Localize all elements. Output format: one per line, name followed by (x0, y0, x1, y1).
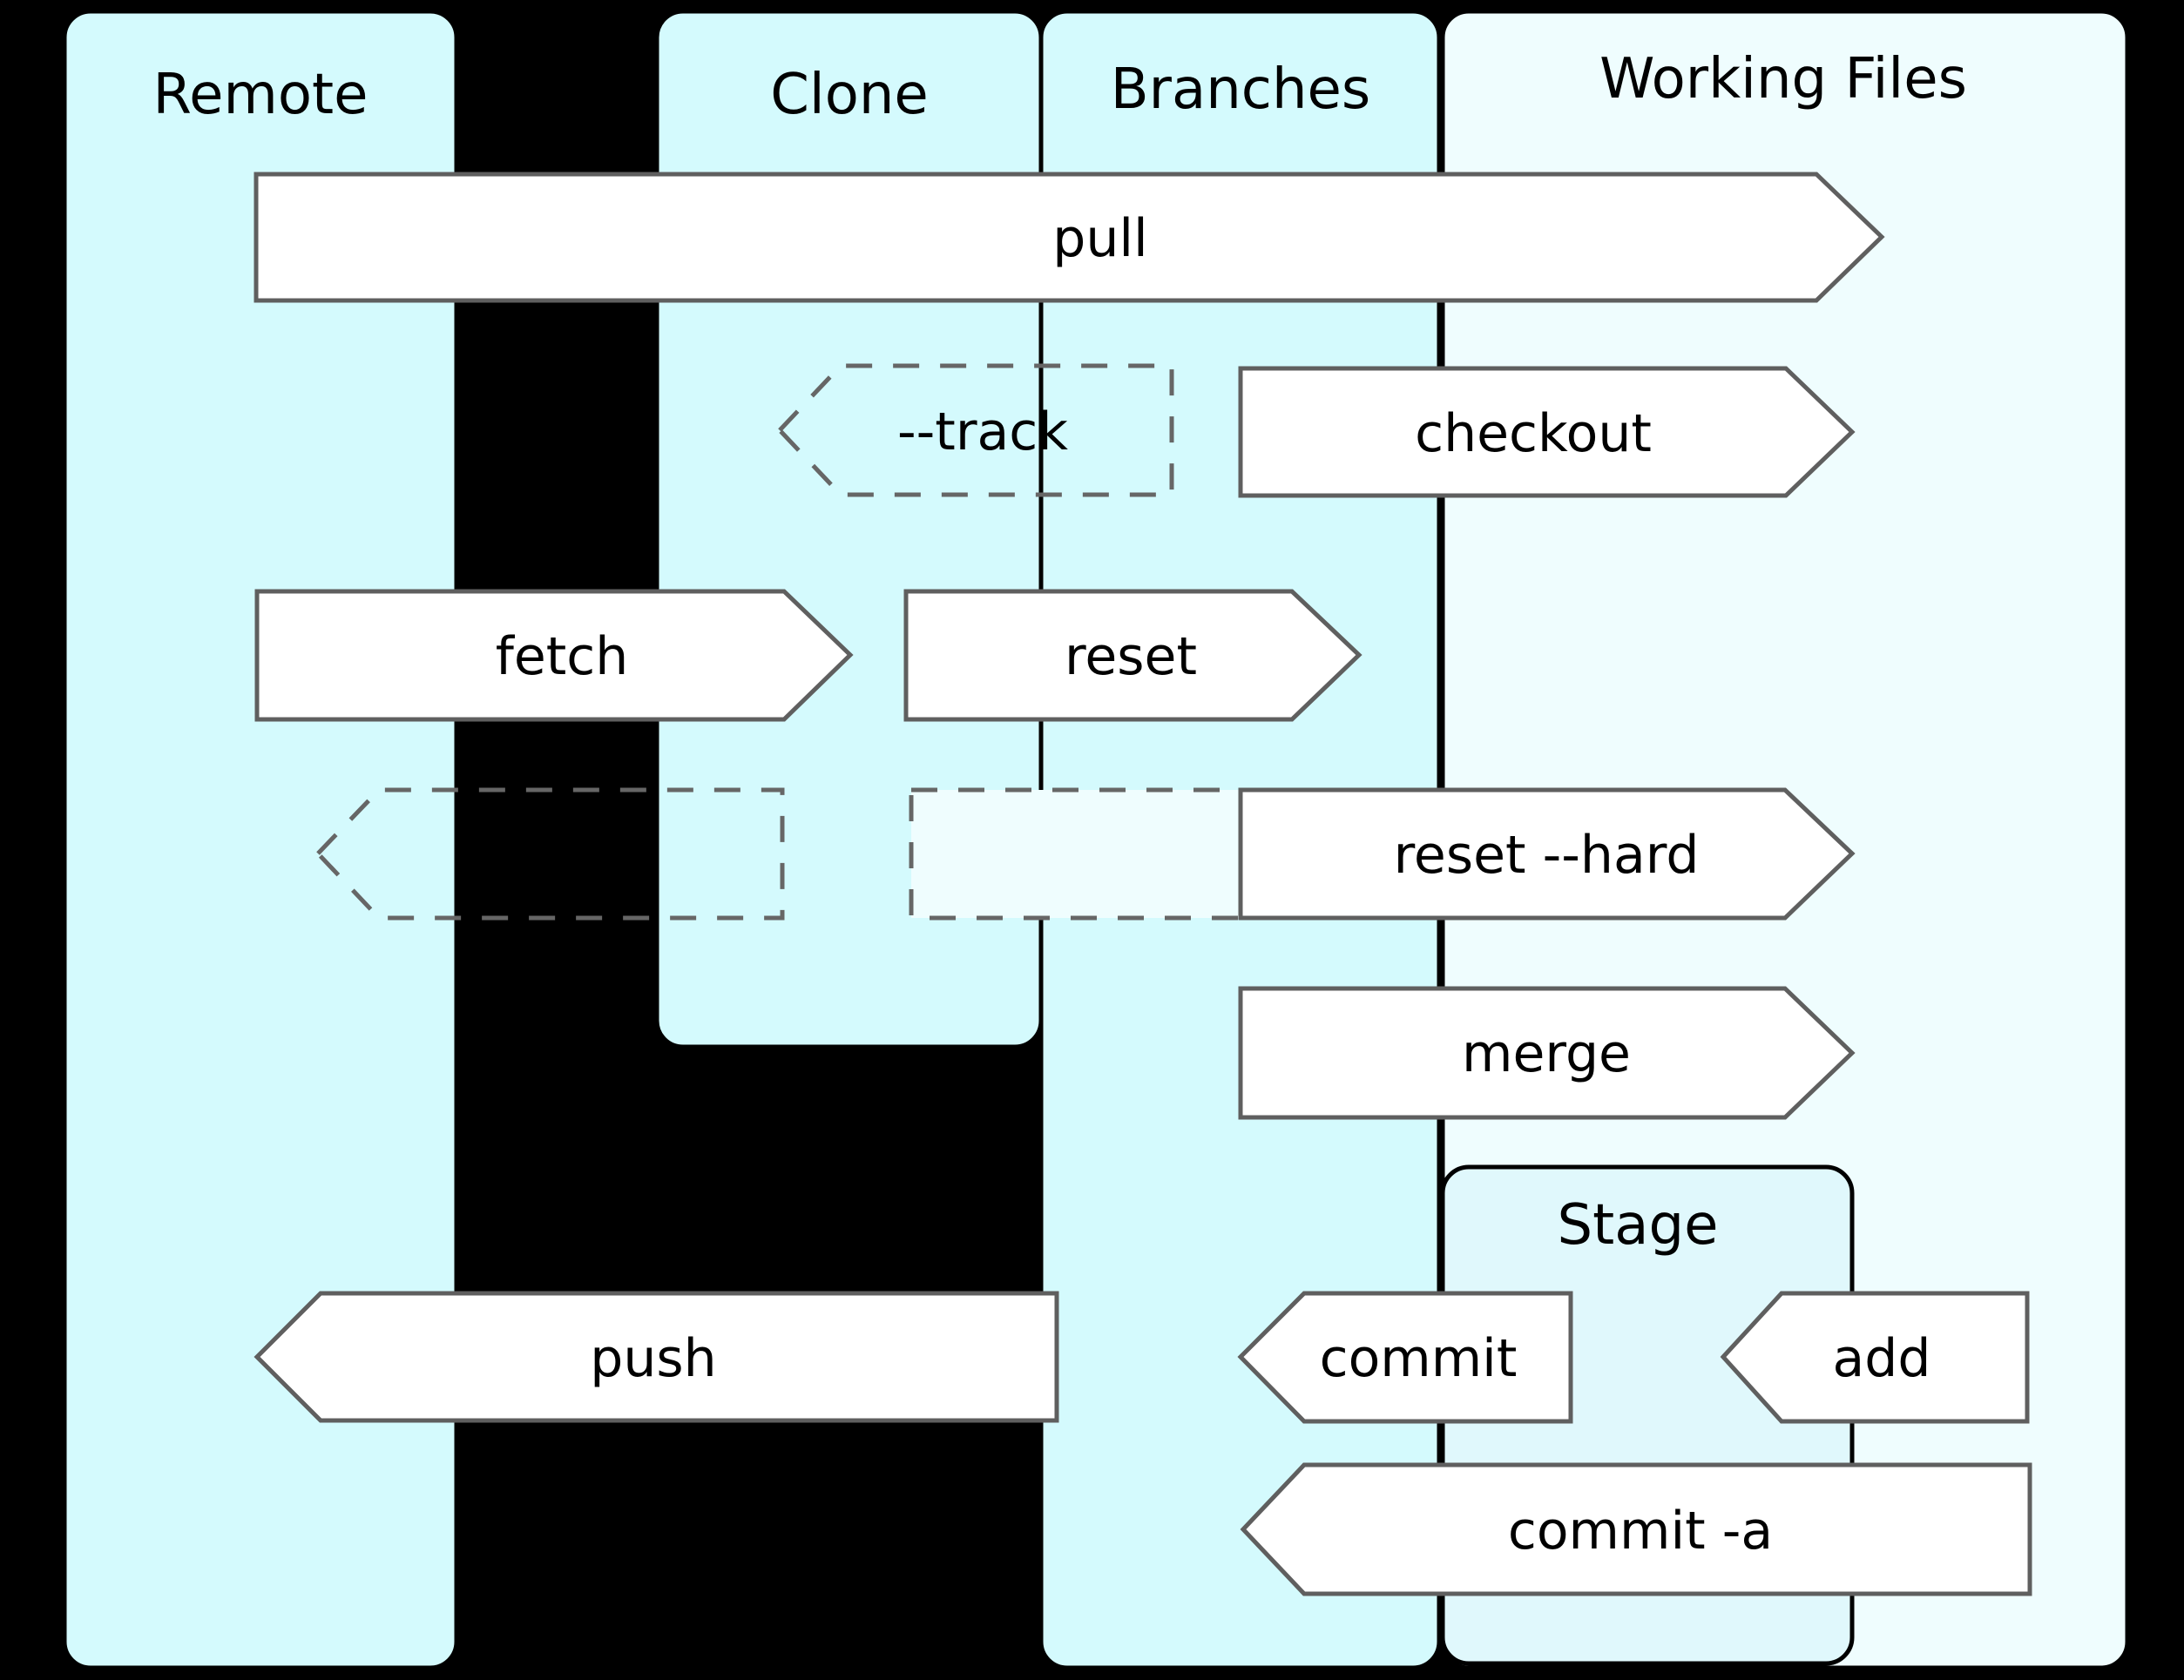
arrow-push (254, 1291, 1059, 1423)
arrow-fetch (254, 589, 854, 722)
column-branches-title: Branches (1111, 57, 1370, 122)
arrow-commit-a-label: commit -a (1508, 1501, 1773, 1562)
arrow-pull (254, 172, 1885, 303)
arrow-checkout (1238, 366, 1856, 498)
arrow-fetch-label: fetch (496, 626, 629, 687)
arrow-checkout-label: checkout (1415, 403, 1652, 464)
arrow-add-label: add (1833, 1328, 1931, 1389)
arrow-add (1720, 1291, 2030, 1424)
arrow-commit-label: commit (1320, 1328, 1518, 1389)
arrow-reset-label: reset (1065, 626, 1197, 687)
arrow-rebase-label: rebase (462, 825, 639, 886)
arrow-reset-hard-label: reset --hard (1394, 825, 1700, 886)
arrow-reset-hard-dashed-tail (909, 787, 1248, 921)
arrow-reset (903, 589, 1362, 722)
arrow-merge (1238, 986, 1856, 1120)
column-remote-title: Remote (153, 63, 369, 127)
arrow-pull-label: pull (1052, 208, 1147, 269)
arrow-track-label: --track (897, 401, 1068, 462)
arrow-commit-a (1240, 1462, 2032, 1596)
column-remote (62, 9, 459, 1670)
arrow-commit (1237, 1291, 1573, 1424)
arrow-rebase (314, 787, 785, 921)
arrow-push-label: push (590, 1328, 716, 1389)
column-working-files-title: Working Files (1599, 47, 1967, 111)
column-clone-title: Clone (770, 63, 929, 127)
arrow-track (776, 363, 1174, 497)
arrow-reset-hard (1238, 787, 1856, 921)
stage-title: Stage (1558, 1193, 1719, 1258)
arrow-merge-label: merge (1462, 1023, 1631, 1084)
